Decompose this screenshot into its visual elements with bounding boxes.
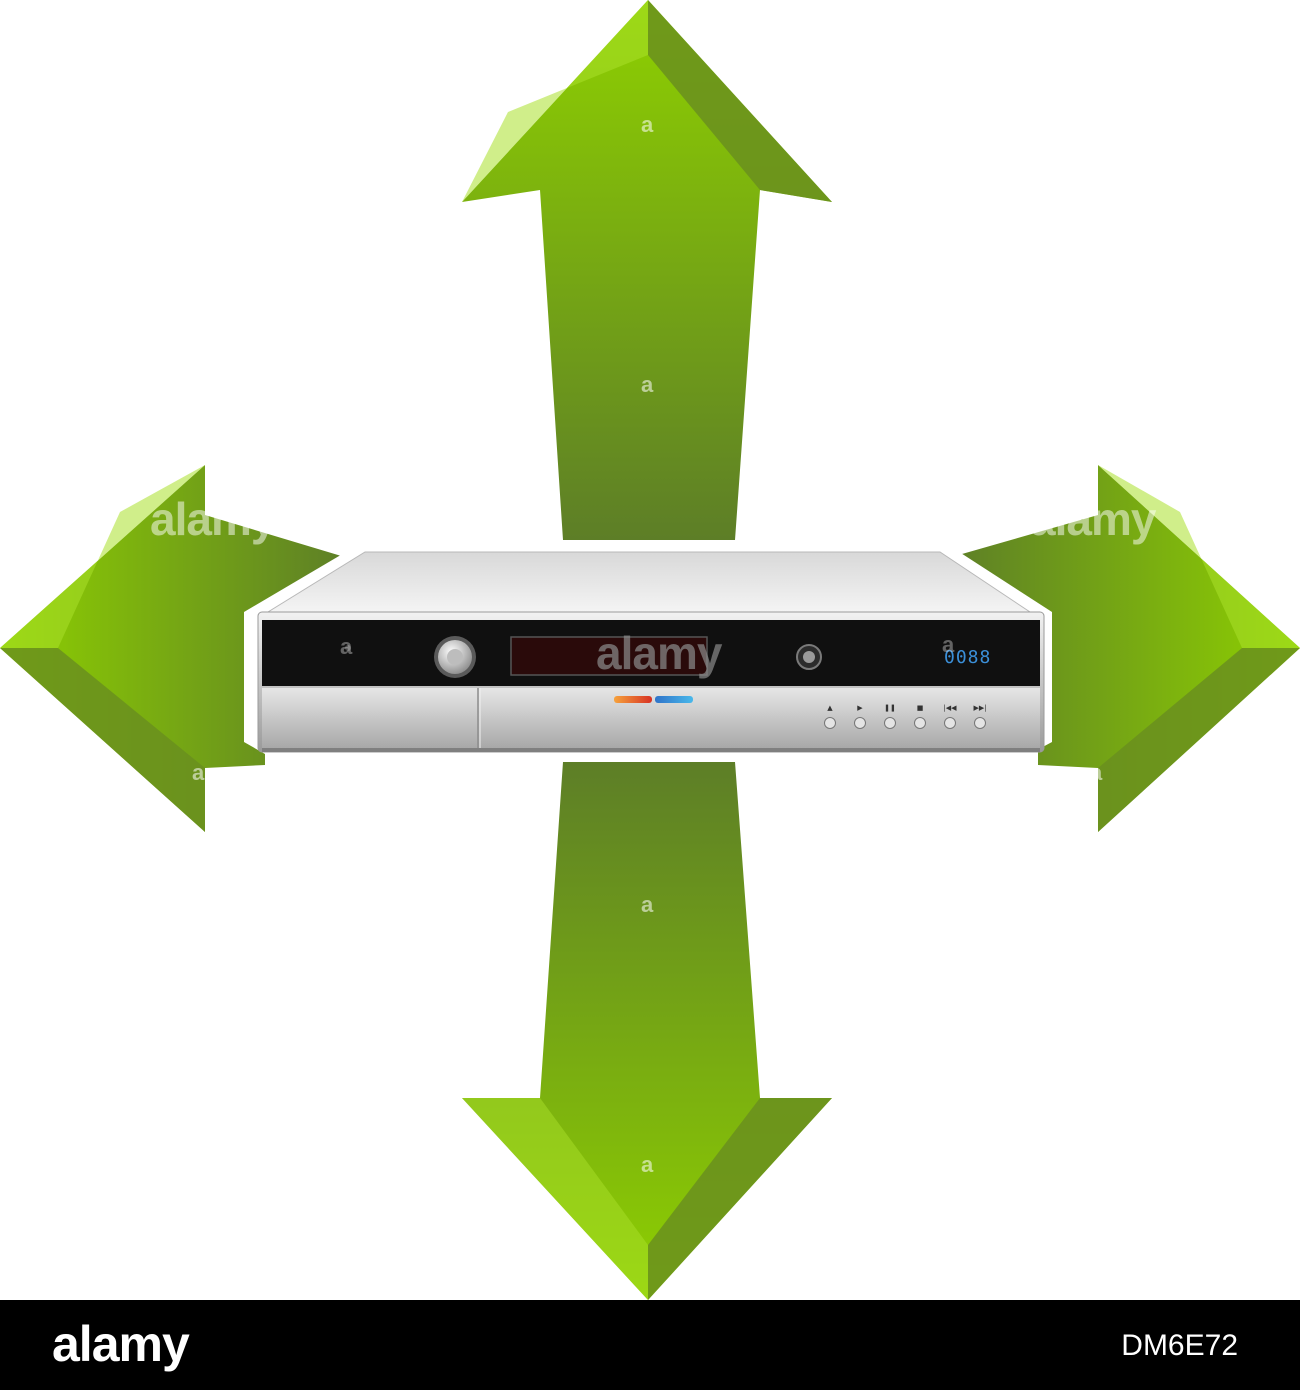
red-indicator-bar — [614, 696, 652, 703]
eject-icon: ▲ — [827, 704, 833, 712]
play-icon: ▶ — [857, 704, 863, 712]
pause-button[interactable]: ❚❚ — [875, 703, 905, 735]
pause-icon: ❚❚ — [884, 704, 896, 712]
stop-button[interactable]: ■ — [905, 703, 935, 735]
footer-logo: alamy — [52, 1316, 190, 1372]
previous-track-button[interactable]: |◀◀ — [935, 703, 965, 735]
transport-controls: ▲ ▶ ❚❚ ■ |◀◀ ▶▶| — [815, 703, 1005, 735]
stop-icon: ■ — [916, 704, 924, 712]
blue-indicator-bar — [655, 696, 693, 703]
footer-bar: alamy DM6E72 — [0, 1300, 1300, 1390]
up-arrow-icon — [462, 0, 832, 540]
arrows-and-device-svg — [0, 0, 1300, 1300]
previous-track-icon: |◀◀ — [943, 704, 957, 712]
disc-slot-window — [510, 636, 708, 676]
eject-button[interactable]: ▲ — [815, 703, 845, 735]
play-button[interactable]: ▶ — [845, 703, 875, 735]
image-code: DM6E72 — [1121, 1329, 1238, 1362]
illustration: 0088 ▲ ▶ ❚❚ ■ |◀◀ ▶▶| a a a a a a — [0, 0, 1300, 1300]
led-display-digits: 0088 — [944, 647, 992, 668]
media-player-device — [244, 546, 1052, 758]
eject-round-button-icon — [796, 644, 822, 670]
next-track-button[interactable]: ▶▶| — [965, 703, 995, 735]
right-arrow-icon — [948, 465, 1300, 832]
power-indicator — [345, 645, 351, 651]
next-track-icon: ▶▶| — [973, 704, 987, 712]
down-arrow-icon — [462, 762, 832, 1300]
navigation-knob-icon — [434, 636, 476, 678]
